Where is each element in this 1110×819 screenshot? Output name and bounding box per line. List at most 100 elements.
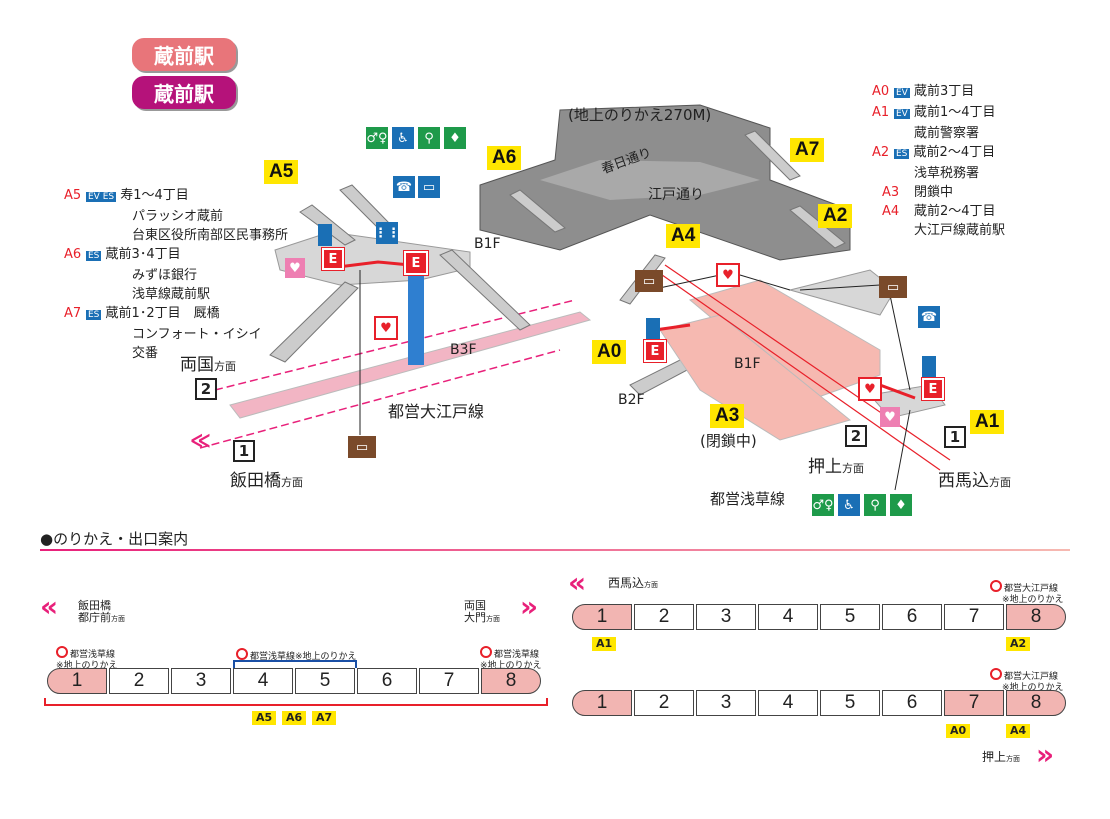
dir-nishimagome-num: 1 xyxy=(944,426,966,448)
line-asakusa-label: 都営浅草線 xyxy=(710,490,786,508)
elevator-top-icon xyxy=(318,224,332,246)
train-car: 5 xyxy=(820,690,880,716)
train-car: 3 xyxy=(696,690,756,716)
escalator-icon-a5: E xyxy=(404,251,428,275)
street-sidewalk xyxy=(540,160,760,200)
xfer-right-bottom: 都営大江戸線※地上のりかえ xyxy=(990,668,1064,694)
exit-info-row: コンフォート・イシイ xyxy=(132,327,262,342)
train-car: 4 xyxy=(233,668,293,694)
elevator-icon-a5: E xyxy=(322,248,344,270)
chevron-right-icon: » xyxy=(1036,738,1054,771)
tag-a2: A2 xyxy=(1006,637,1031,651)
train-oedo-underline xyxy=(44,698,548,706)
dir-ryogoku-num: 2 xyxy=(195,378,217,400)
train-car: 3 xyxy=(171,668,231,694)
train-car: 5 xyxy=(820,604,880,630)
nursing-room-icon: ♥ xyxy=(285,258,305,278)
train-car: 1 xyxy=(572,690,632,716)
aed-icon-right: ♥ xyxy=(858,377,882,401)
exit-info-row: 浅草税務署 xyxy=(914,166,980,181)
wheelchair-icon: ♿ xyxy=(392,127,414,149)
train-car: 6 xyxy=(882,690,942,716)
tag-a7: A7 xyxy=(312,711,337,725)
exit-info-row: 交番 xyxy=(132,346,159,361)
a3-closed-note: (閉鎖中) xyxy=(700,432,757,450)
train-car: 1 xyxy=(47,668,107,694)
level-b3f: B3F xyxy=(450,342,477,358)
oedo-track-upper xyxy=(214,299,576,391)
train-car: 2 xyxy=(634,604,694,630)
train-car: 8 xyxy=(1006,604,1066,630)
arrow-iidabashi: ≪ xyxy=(190,428,211,452)
train-car: 5 xyxy=(295,668,355,694)
exit-info-row: 大江戸線蔵前駅 xyxy=(914,223,1006,238)
level-b2f: B2F xyxy=(618,392,645,408)
exit-info-row: 蔵前警察署 xyxy=(914,126,980,141)
aed-icon-left: ♥ xyxy=(374,316,398,340)
chevron-left-icon: « xyxy=(568,566,586,599)
aed-icon-mid: ♥ xyxy=(716,263,740,287)
exit-a7: A7 xyxy=(790,138,825,162)
dir-oshiage: 押上方面 xyxy=(808,457,864,477)
transfer-note: (地上のりかえ270M) xyxy=(568,106,712,124)
exit-a2: A2 xyxy=(818,204,853,228)
train-car: 6 xyxy=(882,604,942,630)
train-car: 3 xyxy=(696,604,756,630)
tag-a6: A6 xyxy=(282,711,307,725)
train-car: 7 xyxy=(944,690,1004,716)
guide-rt-dir: 西馬込方面 xyxy=(608,576,659,590)
tag-a4: A4 xyxy=(1006,724,1031,738)
xfer-left-b: 都営浅草線※地上のりかえ xyxy=(236,648,357,663)
info-board-icon: ⋮⋮ xyxy=(374,222,400,244)
coin-locker-icon-left: ▭ xyxy=(348,436,376,458)
locker-icon: ▭ xyxy=(418,176,440,198)
guide-rb-dir: 押上方面 xyxy=(982,750,1021,764)
exit-a1: A1 xyxy=(970,410,1005,434)
level-b1f-right: B1F xyxy=(734,356,761,372)
level-b1f-left: B1F xyxy=(474,236,501,252)
tag-a0: A0 xyxy=(946,724,971,738)
tag-a5: A5 xyxy=(252,711,277,725)
phone-icon-right: ☎ xyxy=(918,306,940,328)
exit-a6: A6 xyxy=(487,146,522,170)
exit-a0: A0 xyxy=(592,340,627,364)
train-car: 6 xyxy=(357,668,417,694)
guide-left-dir-right: 両国大門方面 xyxy=(464,599,500,624)
coin-locker-icon-right: ▭ xyxy=(879,276,907,298)
train-car: 7 xyxy=(944,604,1004,630)
exit-info-row: みずほ銀行 xyxy=(132,268,198,283)
train-car: 4 xyxy=(758,690,818,716)
xfer-left-b-bracket xyxy=(233,660,357,668)
elevator-top-icon-a1 xyxy=(922,356,936,378)
toilet-icon-asakusa: ♂♀ xyxy=(812,494,834,516)
train-car: 2 xyxy=(109,668,169,694)
exit-info-row: 浅草線蔵前駅 xyxy=(132,287,211,302)
multipurpose-toilet-icon-asakusa: ⚲ xyxy=(864,494,886,516)
station-name-oedo: 蔵前駅 xyxy=(132,38,236,71)
wheelchair-icon-asakusa: ♿ xyxy=(838,494,860,516)
elevator-shaft xyxy=(408,275,424,365)
guide-heading: ●のりかえ・出口案内 xyxy=(40,530,189,548)
train-car: 2 xyxy=(634,690,694,716)
dir-ryogoku: 両国方面 xyxy=(180,355,236,375)
tag-a1: A1 xyxy=(592,637,617,651)
coin-locker-icon-mid: ▭ xyxy=(635,270,663,292)
xfer-left-c: 都営浅草線※地上のりかえ xyxy=(480,646,542,672)
elevator-top-icon-a0 xyxy=(646,318,660,340)
oedo-track-lower xyxy=(199,349,561,449)
street-edo: 江戸通り xyxy=(648,187,704,203)
train-car: 1 xyxy=(572,604,632,630)
exit-info-row: パラッシオ蔵前 xyxy=(132,209,224,224)
toilet-icon: ♂♀ xyxy=(366,127,388,149)
